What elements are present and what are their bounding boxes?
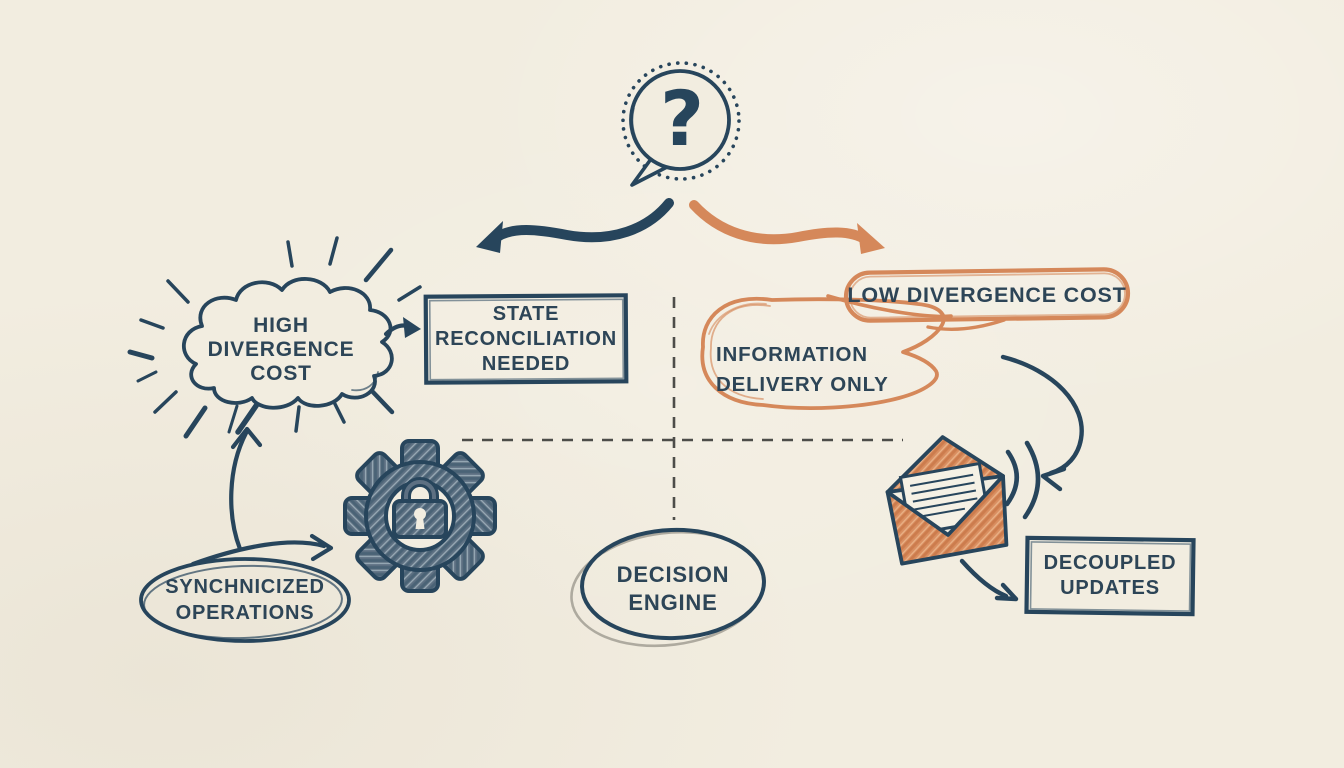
high-divergence-cost-label: HIGH DIVERGENCE COST	[181, 314, 381, 386]
bubble-circle	[629, 69, 731, 171]
decoupled-updates-box	[1024, 535, 1196, 617]
dotted-ring	[621, 61, 741, 181]
arrow-pill-to-envelope	[1000, 354, 1084, 492]
label-line: OPERATIONS	[175, 602, 315, 624]
label-line: ENGINE	[628, 590, 718, 615]
quadrant-dividers	[462, 297, 903, 520]
right-arrowhead	[857, 223, 885, 254]
low-divergence-pill	[843, 267, 1131, 323]
label-line: LOW DIVERGENCE COST	[847, 283, 1127, 307]
cloud-burst-spikes	[127, 236, 422, 439]
cloud-echo	[351, 371, 379, 392]
label-line: RECONCILIATION	[435, 328, 617, 350]
synchronized-operations-label: SYNCHNICIZED OPERATIONS	[140, 574, 350, 626]
label-line: NEEDED	[481, 353, 571, 375]
bubble-echo	[631, 107, 641, 147]
label-line: DELIVERY ONLY	[716, 373, 889, 396]
arrow-envelope-to-decoupled-box	[959, 558, 1019, 602]
information-delivery-blob	[700, 296, 946, 410]
synchronized-operations-ellipse	[139, 557, 351, 643]
arrow-cloud-to-state-box	[383, 317, 421, 338]
state-reconciliation-box	[423, 293, 629, 385]
label-line: UPDATES	[1060, 577, 1160, 599]
low-divergence-cost-label: LOW DIVERGENCE COST	[846, 283, 1128, 307]
branch-arrow-left	[476, 198, 674, 253]
label-line: STATE	[492, 303, 560, 325]
label-line: DECOUPLED	[1043, 552, 1177, 574]
blob-echo-2	[708, 302, 767, 335]
sound-waves-icon	[1004, 440, 1041, 520]
label-line: DIVERGENCE	[207, 338, 355, 361]
arrow-ellipse-to-cloud	[229, 426, 263, 552]
left-arrowhead	[476, 221, 503, 253]
cloud-outline	[181, 277, 394, 410]
label-line: INFORMATION	[716, 343, 868, 366]
state-reconciliation-label: STATE RECONCILIATION NEEDED	[426, 302, 626, 377]
decision-engine-ellipse	[570, 527, 766, 648]
left-swoosh	[492, 198, 674, 243]
label-line: SYNCHNICIZED	[165, 576, 325, 598]
burst-cloud-icon	[127, 236, 422, 439]
lock-icon	[392, 477, 448, 539]
arrow-ellipse-to-gear	[190, 533, 334, 567]
branch-arrow-right	[689, 200, 885, 254]
label-line: HIGH	[253, 314, 309, 337]
decoupled-updates-label: DECOUPLED UPDATES	[1030, 551, 1190, 601]
information-delivery-label: INFORMATION DELIVERY ONLY	[716, 340, 911, 400]
label-line: DECISION	[616, 562, 730, 587]
right-swoosh	[689, 200, 871, 245]
blob-outline	[700, 296, 946, 410]
label-line: COST	[250, 362, 312, 385]
question-mark-icon: ?	[659, 74, 705, 163]
blob-echo	[709, 304, 771, 400]
envelope-pocket	[885, 474, 1009, 566]
gear-lock-icon	[343, 439, 497, 593]
decision-engine-label: DECISION ENGINE	[573, 561, 773, 617]
question-mark-bubble-icon	[621, 61, 741, 187]
open-envelope-icon	[885, 435, 1009, 566]
